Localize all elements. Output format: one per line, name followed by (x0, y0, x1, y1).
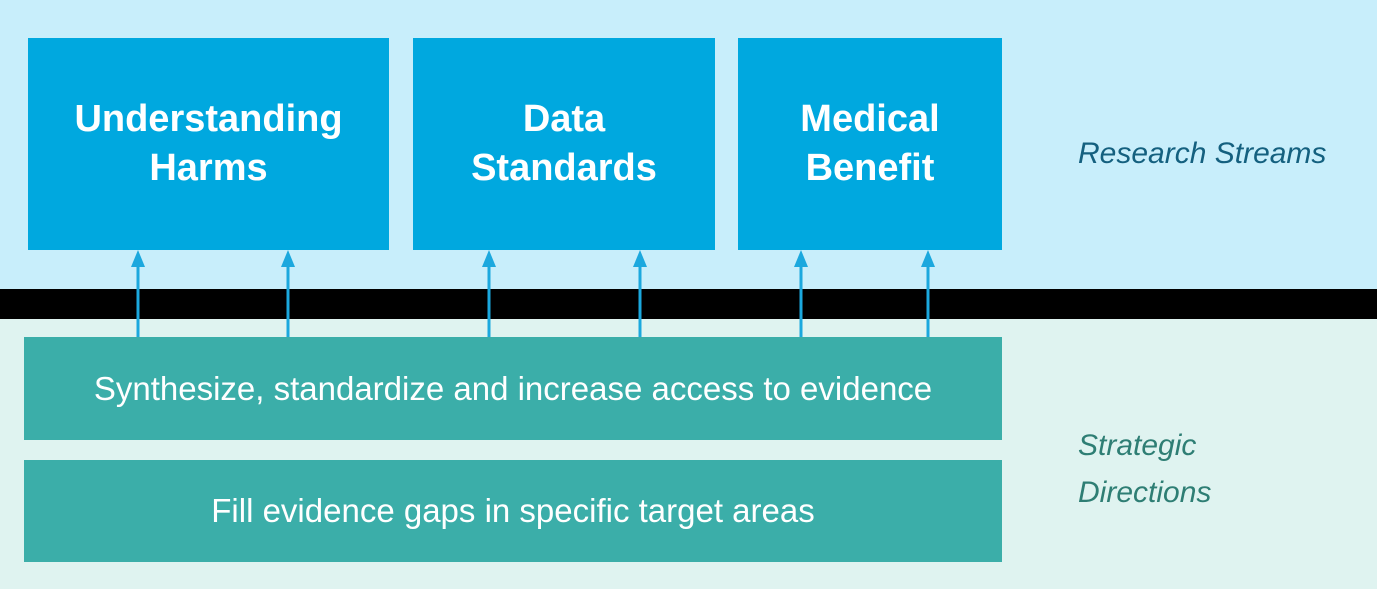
stream-box-medical-benefit: Medical Benefit (738, 38, 1002, 250)
direction-box-fill-evidence-gaps: Fill evidence gaps in specific target ar… (24, 460, 1002, 562)
strategic-directions-label: Strategic Directions (1078, 429, 1212, 509)
stream-box-data-standards: Data Standards (413, 38, 715, 250)
divider-bar (0, 289, 1377, 319)
up-arrow-icon (481, 250, 497, 338)
direction-box-synthesize-evidence: Synthesize, standardize and increase acc… (24, 337, 1002, 440)
up-arrow-icon (632, 250, 648, 338)
up-arrow-icon (793, 250, 809, 338)
up-arrow-icon (280, 250, 296, 338)
up-arrow-icon (920, 250, 936, 338)
up-arrow-icon (130, 250, 146, 338)
research-streams-label: Research Streams (1078, 137, 1327, 170)
stream-box-understanding-harms: Understanding Harms (28, 38, 389, 250)
